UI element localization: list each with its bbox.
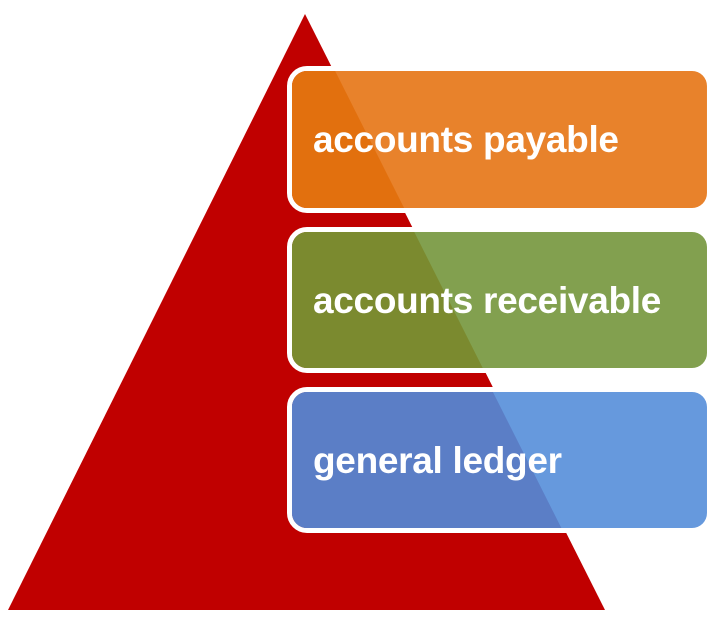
pyramid-band-general-ledger[interactable]: general ledger <box>287 387 712 533</box>
band-mid-fill <box>292 232 707 368</box>
band-top-fill <box>292 71 707 208</box>
band-mid-label: accounts receivable <box>313 279 662 321</box>
band-mid-overlap-region <box>292 232 483 368</box>
band-top-overlap-region <box>292 71 405 208</box>
band-bot-overlap-region <box>292 392 562 528</box>
band-bot-fill <box>292 392 707 528</box>
pyramid-band-accounts-receivable[interactable]: accounts receivable <box>287 227 712 373</box>
band-bot-label: general ledger <box>313 439 562 481</box>
band-top-label: accounts payable <box>313 119 619 160</box>
pyramid-band-accounts-payable[interactable]: accounts payable <box>287 66 712 213</box>
